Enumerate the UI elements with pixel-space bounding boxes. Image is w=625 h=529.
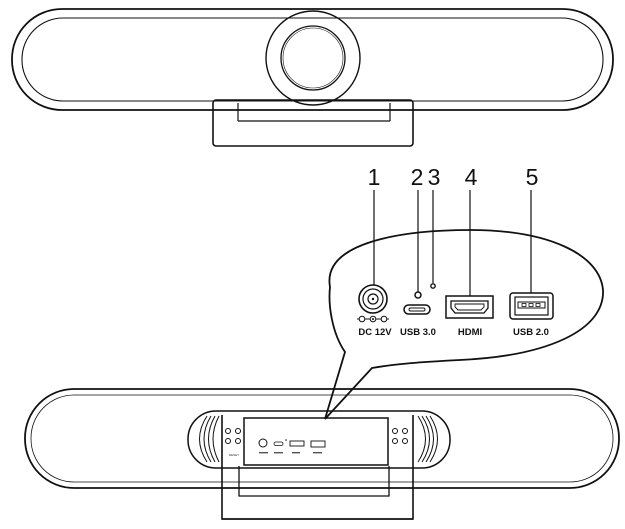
indicator-light [414, 291, 422, 299]
mini-usb-a-port [310, 440, 326, 448]
rear-center-panel [187, 410, 451, 469]
panel-screws [225, 428, 408, 444]
mini-dc-port [258, 438, 268, 448]
usb-a-port [509, 292, 554, 320]
front-bar-body [11, 8, 614, 111]
callout-number-2: 2 [411, 164, 424, 190]
label-usb-2: USB 2.0 [513, 327, 549, 338]
dc-polarity-icon [357, 315, 389, 323]
callout-numbers: 1 2 3 4 5 [368, 164, 539, 190]
port-labels: DC 12V USB 3.0 HDMI USB 2.0 [358, 327, 549, 338]
callout-bubble-outline [324, 229, 604, 420]
callout-number-5: 5 [526, 164, 539, 190]
mini-usb-c-port [273, 441, 284, 446]
mini-hdmi-port [289, 440, 305, 447]
label-dc-12v: DC 12V [358, 327, 392, 338]
mini-indicator-hole [285, 439, 287, 441]
rear-side-label: RESET [229, 453, 239, 457]
usb-c-port [403, 304, 431, 315]
zoomed-ports [357, 283, 554, 323]
label-usb-3: USB 3.0 [400, 327, 436, 338]
webcam-front-view [11, 8, 614, 147]
indicator-hole [430, 283, 436, 289]
leader-lines [373, 190, 532, 296]
zoom-callout [324, 229, 604, 420]
left-speaker-grille [199, 415, 220, 463]
label-hdmi: HDMI [458, 327, 482, 338]
mini-port-labels [259, 452, 322, 454]
rear-bar-body [24, 388, 620, 489]
right-speaker-grille [417, 415, 438, 463]
rear-mount-bracket [221, 415, 414, 520]
dc-power-port [358, 284, 388, 314]
front-mount [212, 99, 414, 147]
rear-port-strip [243, 417, 389, 466]
callout-number-1: 1 [368, 164, 381, 190]
webcam-rear-view: RESET [24, 388, 620, 520]
callout-number-4: 4 [465, 164, 478, 190]
callout-number-3: 3 [428, 164, 441, 190]
hdmi-port [445, 295, 494, 319]
camera-lens [265, 10, 361, 106]
